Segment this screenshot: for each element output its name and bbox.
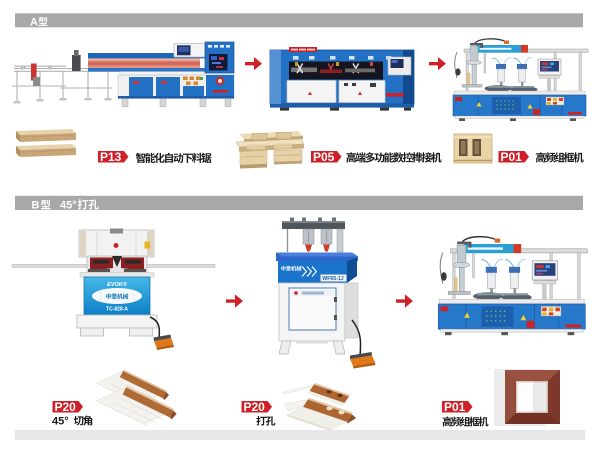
svg-text:45°: 45°	[60, 200, 77, 212]
svg-text:TC-828-A: TC-828-A	[106, 307, 128, 313]
svg-text:A: A	[30, 16, 38, 28]
svg-text:WF65-1J: WF65-1J	[322, 276, 343, 282]
svg-text:P13: P13	[100, 150, 122, 164]
svg-text:P05: P05	[313, 150, 335, 164]
svg-text:EVOK®: EVOK®	[107, 281, 128, 288]
svg-text:P01: P01	[444, 400, 466, 414]
svg-text:P01: P01	[501, 150, 523, 164]
svg-text:P20: P20	[244, 400, 266, 414]
svg-text:B: B	[32, 200, 40, 212]
svg-text:45°: 45°	[52, 416, 69, 428]
svg-text:P20: P20	[55, 400, 77, 414]
